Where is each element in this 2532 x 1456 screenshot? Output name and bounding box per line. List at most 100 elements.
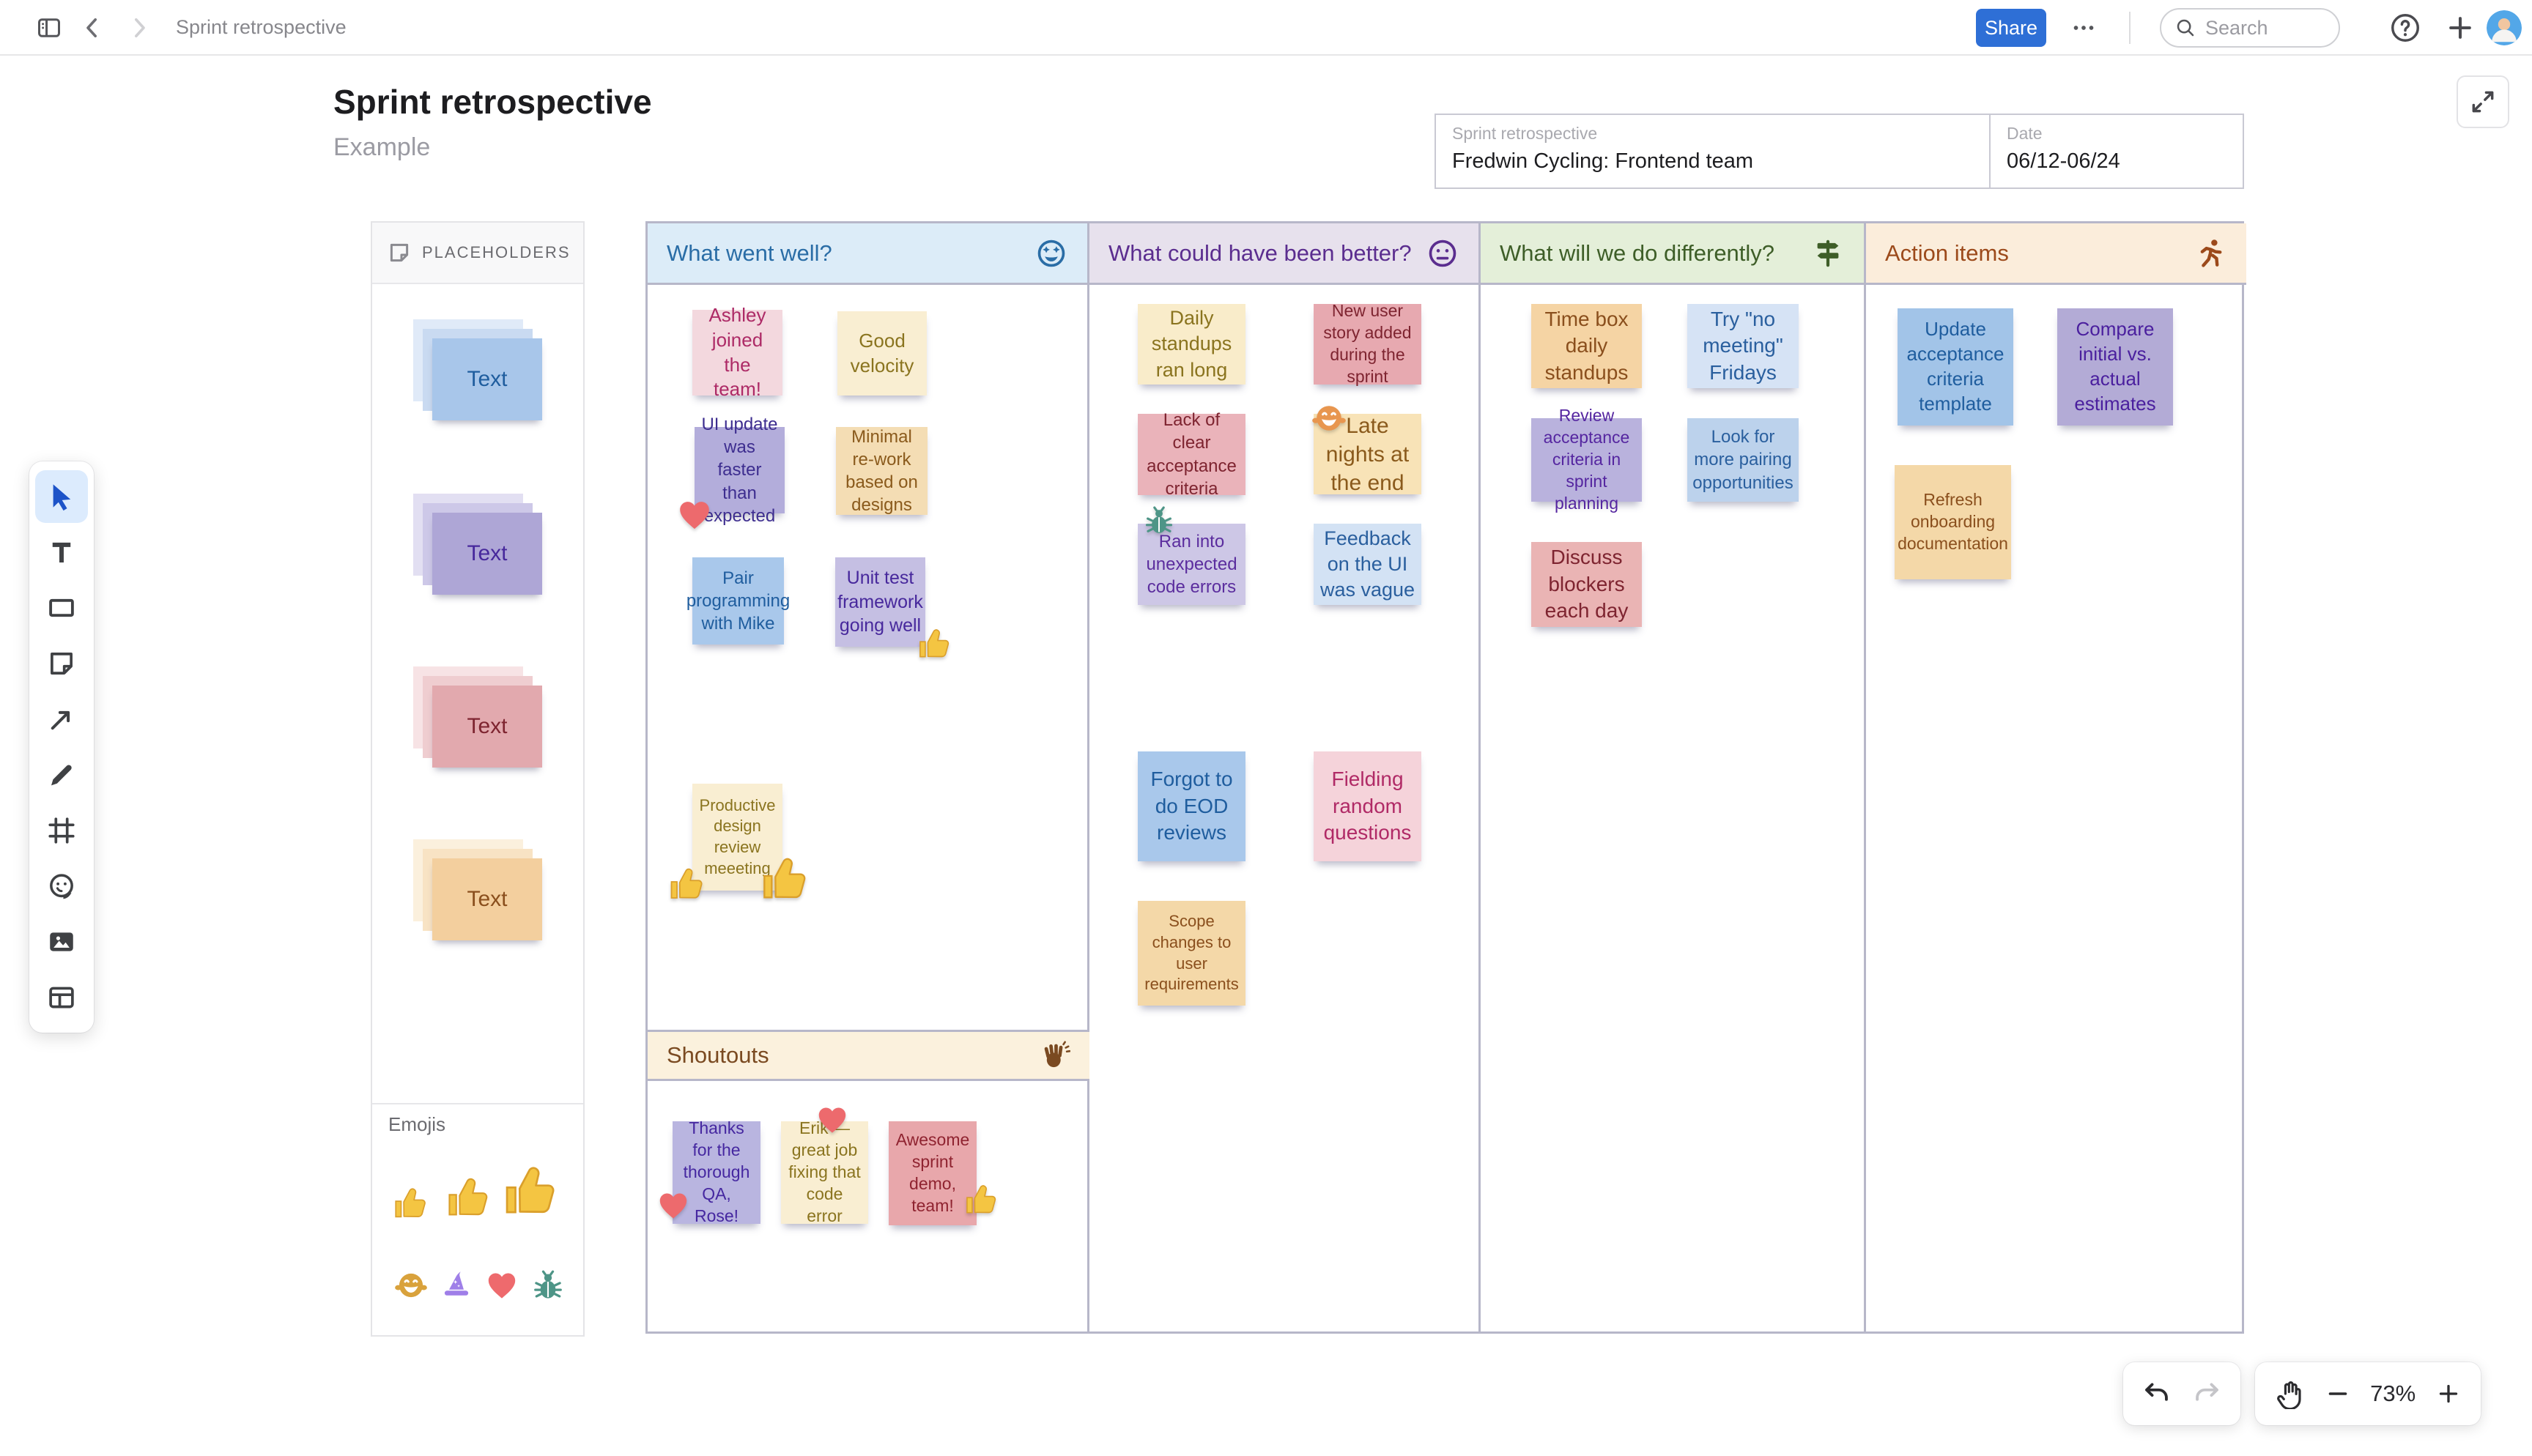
search-input[interactable] <box>2204 15 2324 40</box>
pan-hand-icon[interactable] <box>2274 1378 2305 1411</box>
sticky-note[interactable]: Look for more pairing opportunities <box>1687 418 1799 502</box>
placeholder-stack[interactable]: Text <box>413 319 564 422</box>
column-header-differently[interactable]: What will we do differently? <box>1481 223 1866 285</box>
tool-palette <box>29 461 94 1033</box>
team-cell[interactable]: Sprint retrospective Fredwin Cycling: Fr… <box>1436 115 1991 187</box>
thumbs-up-sticker[interactable] <box>665 862 709 906</box>
sticky-note[interactable]: Lack of clear acceptance criteria <box>1138 410 1245 499</box>
column-header-could-better[interactable]: What could have been better? <box>1089 223 1481 285</box>
sticky-note[interactable]: Time box daily standups <box>1531 304 1642 388</box>
back-button[interactable] <box>79 15 106 41</box>
sticky-note[interactable]: Erik — great job fixing that code error <box>781 1118 868 1225</box>
sticky-note[interactable]: New user story added during the sprint <box>1314 301 1421 386</box>
sticky-note[interactable]: Forgot to do EOD reviews <box>1138 751 1245 861</box>
shoutouts-header[interactable]: Shoutouts <box>648 1030 1089 1081</box>
zoom-in-icon[interactable] <box>2435 1381 2462 1407</box>
text-tool[interactable] <box>35 526 88 579</box>
thumbs-up-sticker[interactable] <box>961 1179 1002 1220</box>
avatar[interactable] <box>2487 10 2522 45</box>
frame-tool[interactable] <box>35 804 88 857</box>
cursor-icon <box>46 481 77 512</box>
template-tool[interactable] <box>35 971 88 1024</box>
sticky-note[interactable]: Thanks for the thorough QA, Rose! <box>673 1118 760 1225</box>
column-title: What will we do differently? <box>1500 239 1775 266</box>
date-cell[interactable]: Date 06/12-06/24 <box>1991 115 2243 187</box>
sticky-note[interactable]: UI update was faster than expected <box>695 415 785 526</box>
sticker-icon <box>46 871 77 902</box>
connector-tool[interactable] <box>35 693 88 746</box>
placeholder-stack[interactable]: Text <box>413 494 564 596</box>
select-tool[interactable] <box>35 470 88 523</box>
sticky-note[interactable]: Minimal re-work based on designs <box>836 427 928 515</box>
column-title: Action items <box>1885 239 2009 266</box>
sticky-note-icon <box>46 648 77 679</box>
sticky-note-text: Update acceptance criteria template <box>1906 318 2004 415</box>
pen-tool[interactable] <box>35 749 88 801</box>
sticky-note-text: Late nights at the end <box>1325 413 1410 495</box>
expand-button[interactable] <box>2457 75 2509 128</box>
sticky-note[interactable]: Late nights at the end <box>1314 413 1421 495</box>
thumbs-up-placeholder[interactable] <box>497 1157 565 1225</box>
thumbs-up-placeholder[interactable] <box>390 1182 432 1225</box>
create-new-icon[interactable] <box>2444 12 2476 44</box>
placeholders-header[interactable]: PLACEHOLDERS <box>372 223 583 284</box>
sticky-note[interactable]: Pair programming with Mike <box>686 557 790 645</box>
joy-sticker[interactable] <box>1311 401 1347 436</box>
thumbs-up-sticker[interactable] <box>756 850 815 908</box>
sticky-note[interactable]: Feedback on the UI was vague <box>1314 524 1421 605</box>
sticky-note[interactable]: Daily standups ran long <box>1138 304 1245 385</box>
forward-button[interactable] <box>126 15 152 41</box>
sticky-note[interactable]: Try "no meeting" Fridays <box>1687 304 1799 388</box>
help-icon[interactable] <box>2388 11 2422 45</box>
bug-sticker[interactable] <box>1143 505 1175 537</box>
column-header-action-items[interactable]: Action items <box>1866 223 2246 285</box>
sticky-note-text: Thanks for the thorough QA, Rose! <box>683 1118 750 1225</box>
sticker-tool[interactable] <box>35 860 88 913</box>
undo-icon[interactable] <box>2142 1378 2172 1409</box>
sticky-note[interactable]: Ashley joined the team! <box>692 304 782 400</box>
sticky-note[interactable]: Review acceptance criteria in sprint pla… <box>1531 406 1642 513</box>
image-tool[interactable] <box>35 915 88 968</box>
sticky-note[interactable]: Update acceptance criteria template <box>1898 308 2013 426</box>
joy-placeholder[interactable] <box>394 1269 428 1302</box>
zoom-out-icon[interactable] <box>2325 1381 2351 1407</box>
more-menu-icon[interactable] <box>2070 15 2097 41</box>
wizard-hat-placeholder[interactable] <box>440 1269 473 1302</box>
column-header-went-well[interactable]: What went well? <box>648 223 1089 285</box>
sidebar-toggle-icon[interactable] <box>36 15 62 41</box>
search-box[interactable] <box>2160 8 2340 48</box>
sticky-note-text: Try "no meeting" Fridays <box>1703 307 1783 384</box>
thumbs-up-sticker[interactable] <box>914 623 955 664</box>
column-divider <box>1864 283 1866 1331</box>
team-label: Sprint retrospective <box>1452 124 1598 143</box>
placeholder-stack[interactable]: Text <box>413 839 564 942</box>
sticky-note[interactable]: Compare initial vs. actual estimates <box>2057 308 2173 426</box>
heart-sticker[interactable] <box>815 1103 849 1137</box>
sticky-note[interactable]: Unit test framework going well <box>835 557 925 647</box>
sticky-note[interactable]: Awesome sprint demo, team! <box>889 1121 977 1225</box>
runner-icon <box>2194 237 2227 270</box>
heart-sticker[interactable] <box>676 497 713 533</box>
sticky-note[interactable]: Ran into unexpected code errors <box>1138 524 1245 605</box>
thumbs-up-placeholder[interactable] <box>442 1170 496 1225</box>
heart-placeholder[interactable] <box>485 1269 519 1302</box>
page-title[interactable]: Sprint retrospective <box>333 83 652 121</box>
sticky-note[interactable]: Discuss blockers each day <box>1531 542 1642 627</box>
neutral-face-icon <box>1426 237 1459 270</box>
retro-info-table: Sprint retrospective Fredwin Cycling: Fr… <box>1435 114 2244 189</box>
sticky-note[interactable]: Refresh onboarding documentation <box>1895 465 2011 579</box>
shape-tool[interactable] <box>35 582 88 634</box>
share-button[interactable]: Share <box>1976 9 2046 47</box>
breadcrumb[interactable]: Sprint retrospective <box>176 16 347 38</box>
sticky-note-text: Discuss blockers each day <box>1544 546 1629 623</box>
heart-sticker[interactable] <box>656 1189 690 1222</box>
bug-placeholder[interactable] <box>531 1269 565 1302</box>
sticky-note[interactable]: Scope changes to user requirements <box>1138 901 1245 1006</box>
sticky-note[interactable]: Productive design review meeeting <box>692 784 782 891</box>
page-subtitle[interactable]: Example <box>333 133 431 161</box>
redo-icon[interactable] <box>2191 1378 2222 1409</box>
sticky-note-tool[interactable] <box>35 637 88 690</box>
sticky-note[interactable]: Fielding random questions <box>1314 751 1421 861</box>
placeholder-stack[interactable]: Text <box>413 666 564 769</box>
sticky-note[interactable]: Good velocity <box>837 311 927 395</box>
